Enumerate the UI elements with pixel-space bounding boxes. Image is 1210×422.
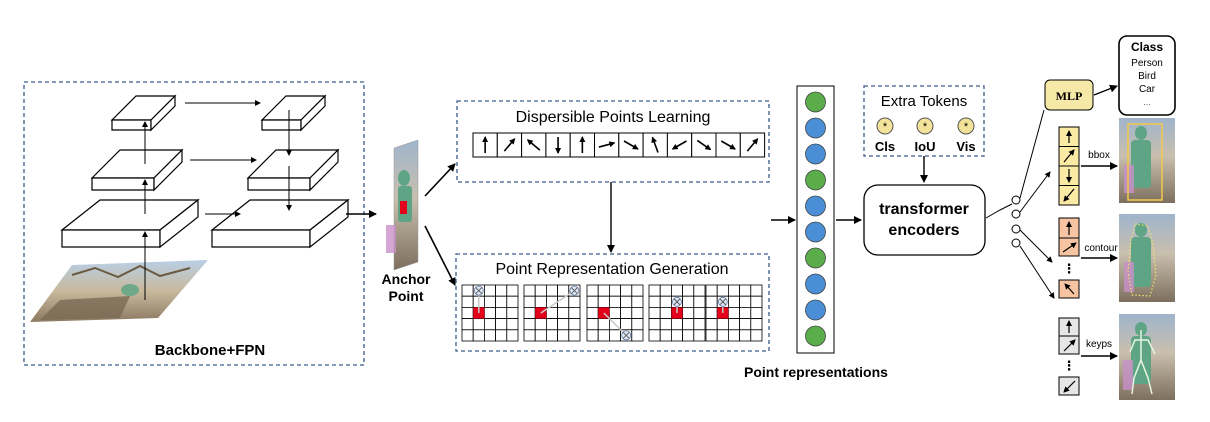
dpl-cell	[715, 132, 741, 158]
extra-tokens-title: Extra Tokens	[881, 93, 967, 110]
token-vis: * Vis	[956, 117, 976, 154]
point-rep-circle	[805, 221, 826, 243]
dpl-cell	[521, 132, 547, 158]
dpl-cell	[472, 132, 498, 158]
dpl-arrow-icon	[720, 140, 736, 150]
prg-grid	[705, 284, 763, 342]
point-rep-circle	[805, 325, 826, 347]
class-title: Class	[1131, 40, 1163, 54]
dpl-cell	[642, 132, 668, 158]
point-rep-circle	[805, 169, 826, 191]
fpn-level-2	[246, 148, 340, 192]
point-rep-circle	[805, 299, 826, 321]
class-item-bird: Bird	[1138, 71, 1156, 82]
svg-text:*: *	[883, 121, 888, 133]
dpl-cell	[618, 132, 644, 158]
token-iou-label: IoU	[915, 139, 936, 154]
dpl-arrow-icon	[746, 138, 759, 152]
dpl-arrow-icon	[503, 138, 516, 152]
point-reps-column	[796, 85, 835, 354]
transformer-line2: encoders	[888, 222, 959, 239]
token-cls: * Cls	[875, 117, 895, 154]
extra-tokens-panel: Extra Tokens * Cls * IoU * Vis	[863, 85, 985, 157]
backbone-level-2	[90, 148, 184, 192]
anchor-point-marker	[400, 201, 407, 214]
dpl-arrow-icon	[696, 139, 712, 151]
dpl-cell	[666, 132, 693, 158]
svg-text:*: *	[964, 121, 969, 133]
dpl-cell	[739, 132, 766, 158]
backbone-level-1	[60, 198, 200, 249]
contour-result-image	[1119, 214, 1175, 302]
class-box: Class Person Bird Car ...	[1118, 35, 1176, 116]
dpl-title: Dispersible Points Learning	[516, 109, 711, 126]
anchor-label-line2: Point	[389, 288, 424, 304]
dpl-arrow-icon	[651, 136, 659, 153]
keyps-head: ⋮	[1058, 317, 1080, 396]
svg-text:*: *	[923, 121, 928, 133]
keyps-dots: ⋮	[1063, 359, 1076, 374]
prg-grid	[461, 284, 519, 342]
point-rep-circle	[805, 195, 826, 217]
class-item-car: Car	[1139, 84, 1156, 95]
point-reps-label: Point representations	[744, 364, 888, 380]
class-item-person: Person	[1131, 58, 1163, 69]
prg-title: Point Representation Generation	[495, 261, 728, 278]
mlp-box: MLP	[1044, 79, 1094, 111]
arrow-mlp-to-class	[1093, 84, 1118, 96]
mlp-label: MLP	[1056, 89, 1083, 103]
output-switch	[985, 109, 1055, 299]
token-iou: * IoU	[915, 117, 936, 154]
dpl-arrow-icon	[598, 141, 616, 148]
dpl-cell	[594, 132, 620, 158]
token-vis-label: Vis	[956, 139, 975, 154]
point-rep-circle	[805, 91, 826, 113]
prg-grid	[523, 284, 581, 342]
dpl-cell	[691, 132, 717, 158]
transformer-line1: transformer	[879, 201, 969, 218]
dpl-cell	[545, 132, 571, 158]
class-item-more: ...	[1143, 97, 1151, 107]
point-rep-circle	[805, 117, 826, 139]
dpl-arrow-icon	[671, 140, 687, 150]
bbox-result-image	[1119, 118, 1175, 203]
prg-panel: Point Representation Generation	[455, 253, 770, 352]
prg-grid	[648, 284, 706, 342]
anchor-image	[386, 139, 419, 271]
point-rep-circle	[805, 273, 826, 295]
anchor-label-line1: Anchor	[382, 271, 432, 287]
dpl-cell	[496, 132, 523, 158]
keyps-result-image	[1119, 314, 1175, 400]
contour-label: contour	[1084, 243, 1118, 254]
fpn-level-3	[260, 94, 327, 132]
dpl-panel: Dispersible Points Learning	[456, 100, 770, 183]
bbox-label: bbox	[1088, 150, 1110, 161]
prg-grid	[586, 284, 644, 342]
dpl-cell	[569, 132, 596, 158]
keyps-label: keyps	[1086, 339, 1112, 350]
dpl-arrow-icon	[526, 139, 541, 151]
point-rep-circle	[805, 143, 826, 165]
arrow-anchor-to-prg	[424, 225, 456, 286]
point-rep-circle	[805, 247, 826, 269]
arrow-anchor-to-dpl	[424, 163, 456, 197]
token-cls-label: Cls	[875, 139, 895, 154]
dpl-arrow-icon	[623, 140, 639, 150]
backbone-level-3	[110, 94, 177, 132]
backbone-label: Backbone+FPN	[155, 342, 265, 359]
contour-head: ⋮	[1058, 217, 1080, 299]
bbox-head	[1058, 126, 1080, 206]
contour-dots: ⋮	[1063, 262, 1076, 277]
transformer-box: transformer encoders	[863, 184, 986, 256]
backbone-panel: Backbone+FPN	[23, 81, 365, 366]
fpn-level-1	[210, 198, 350, 249]
